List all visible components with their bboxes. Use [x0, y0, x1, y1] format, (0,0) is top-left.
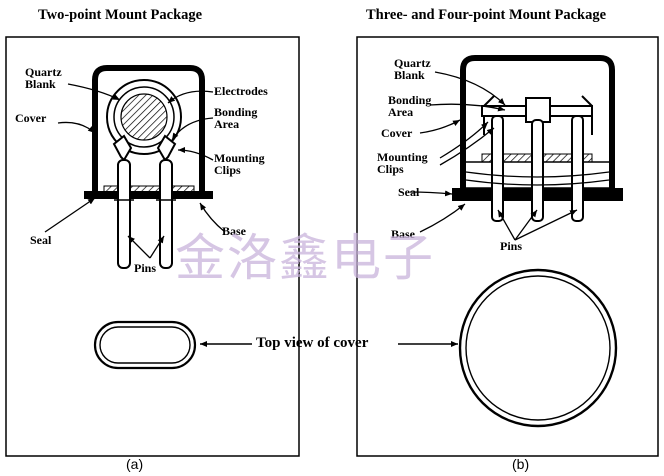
label-b-pins: Pins — [500, 239, 523, 253]
title-three-four-point: Three- and Four-point Mount Package — [366, 7, 607, 23]
label-a-cover: Cover — [15, 111, 47, 125]
label-a-electrodes: Electrodes — [214, 84, 268, 98]
panel-a-package — [84, 65, 213, 269]
label-b-cover: Cover — [381, 126, 413, 140]
label-b-base: Base — [391, 227, 415, 241]
label-a-seal: Seal — [30, 233, 52, 247]
panel-a-top-view — [93, 320, 197, 370]
panel-b-top-view — [458, 268, 618, 428]
panel-a-frame — [5, 36, 300, 457]
caption-a: (a) — [126, 456, 144, 472]
label-a-pins: Pins — [134, 261, 157, 275]
label-a-base: Base — [222, 224, 246, 238]
caption-b: (b) — [512, 456, 530, 472]
label-top-view-of-cover: Top view of cover — [256, 335, 369, 351]
title-two-point: Two-point Mount Package — [38, 7, 203, 23]
panel-b-frame — [356, 36, 659, 457]
watermark: 金洛鑫电子 — [175, 229, 435, 287]
panel-b-package — [452, 55, 623, 222]
label-b-seal: Seal — [398, 185, 420, 199]
